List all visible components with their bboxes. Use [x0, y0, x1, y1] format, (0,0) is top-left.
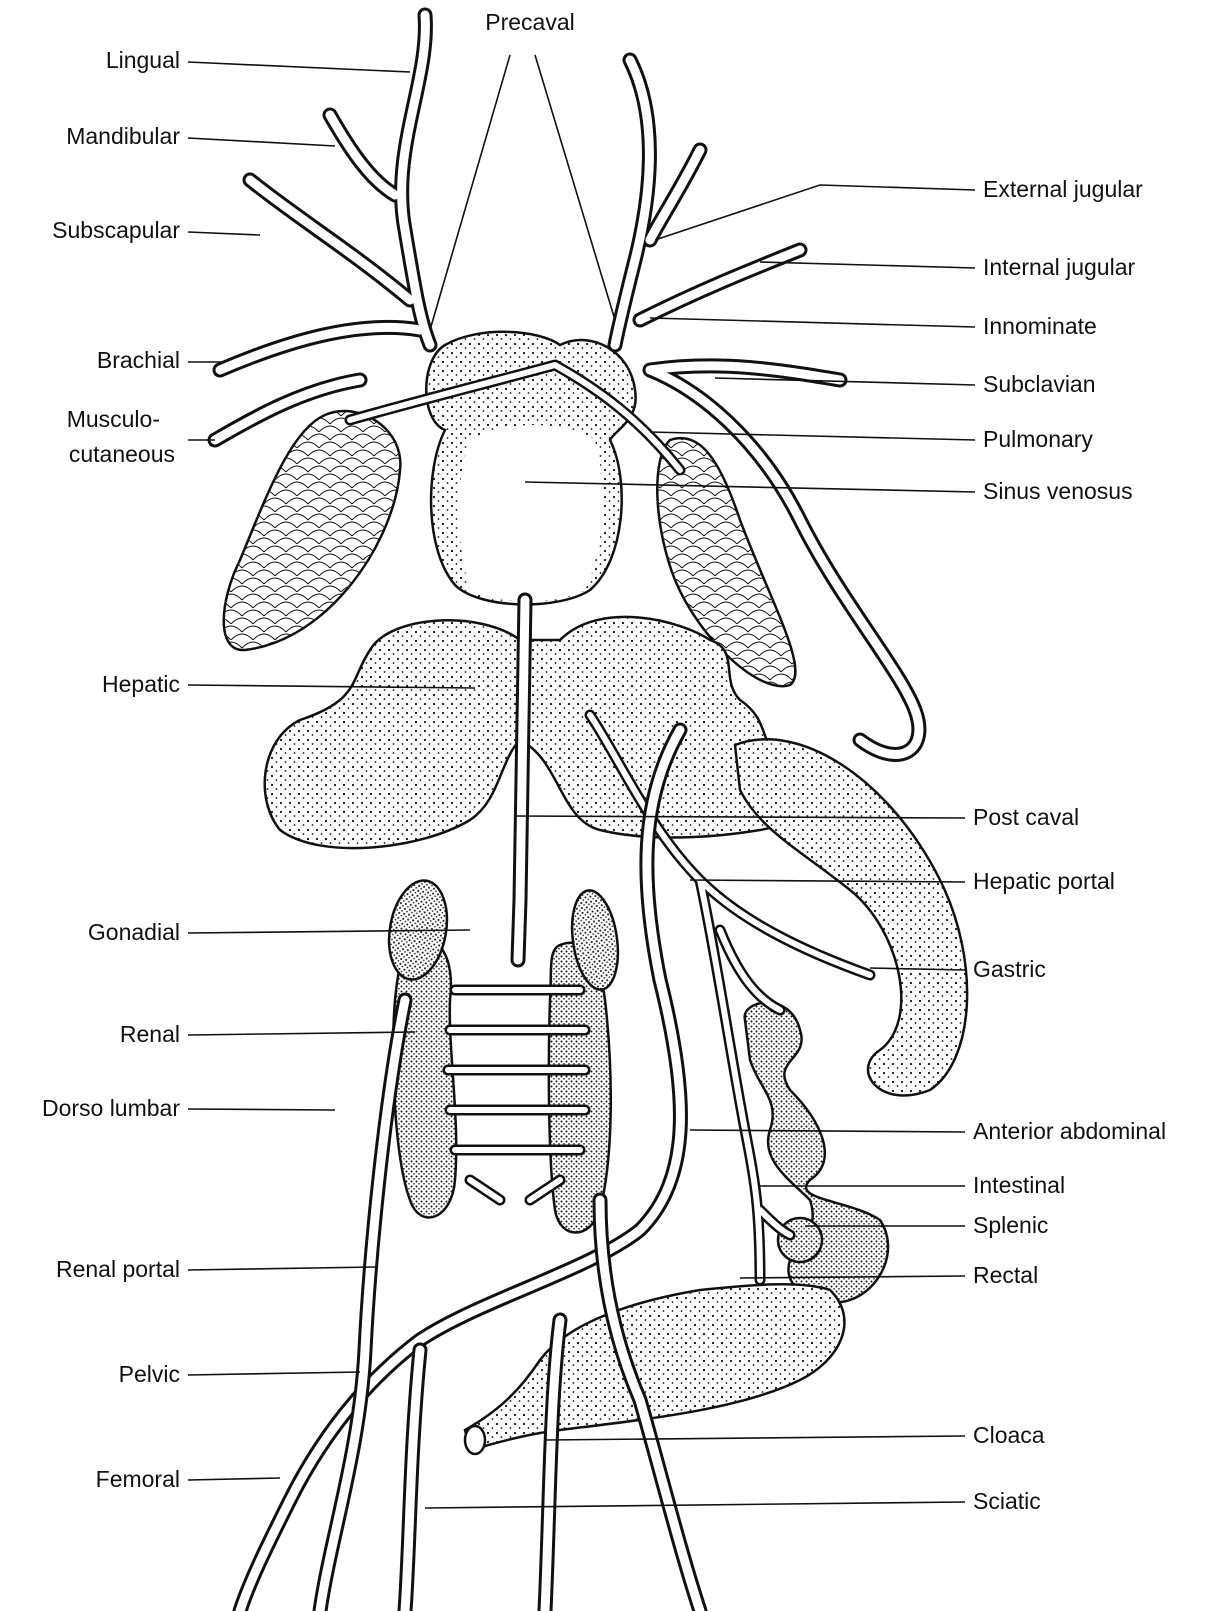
label-pulmonary: Pulmonary: [983, 426, 1093, 452]
post-caval-vein: [518, 600, 525, 960]
organs: [224, 332, 967, 1454]
label-sinus-venosus: Sinus venosus: [983, 478, 1133, 504]
label-gastric: Gastric: [973, 956, 1046, 982]
label-subscapular: Subscapular: [52, 217, 180, 243]
left-kidney: [393, 941, 456, 1217]
label-subclavian: Subclavian: [983, 371, 1096, 397]
label-musculo: Musculo-: [67, 406, 160, 432]
intestine: [745, 1003, 888, 1303]
label-external-jugular: External jugular: [983, 176, 1143, 202]
label-anterior-abdominal: Anterior abdominal: [973, 1118, 1166, 1144]
label-lingual: Lingual: [106, 47, 180, 73]
label-renal-portal: Renal portal: [56, 1256, 180, 1282]
label-hepatic: Hepatic: [102, 671, 180, 697]
label-mandibular: Mandibular: [66, 123, 180, 149]
label-intestinal: Intestinal: [973, 1172, 1065, 1198]
label-hepatic-portal: Hepatic portal: [973, 868, 1115, 894]
spleen: [778, 1218, 822, 1262]
label-femoral: Femoral: [96, 1466, 180, 1492]
label-brachial: Brachial: [97, 347, 180, 373]
label-post-caval: Post caval: [973, 804, 1079, 830]
label-cloaca: Cloaca: [973, 1422, 1045, 1448]
label-internal-jugular: Internal jugular: [983, 254, 1135, 280]
label-rectal: Rectal: [973, 1262, 1038, 1288]
label-precaval: Precaval: [485, 9, 574, 35]
label-gonadial: Gonadial: [88, 919, 180, 945]
label-splenic: Splenic: [973, 1212, 1048, 1238]
label-innominate: Innominate: [983, 313, 1097, 339]
label-renal: Renal: [120, 1021, 180, 1047]
label-cutaneous: cutaneous: [69, 441, 175, 467]
label-dorso-lumbar: Dorso lumbar: [42, 1095, 180, 1121]
left-precaval-system: [215, 15, 430, 440]
label-sciatic: Sciatic: [973, 1488, 1041, 1514]
anterior-abdominal-vein: [240, 730, 680, 1611]
label-pelvic: Pelvic: [119, 1361, 180, 1387]
left-lung: [224, 411, 401, 650]
